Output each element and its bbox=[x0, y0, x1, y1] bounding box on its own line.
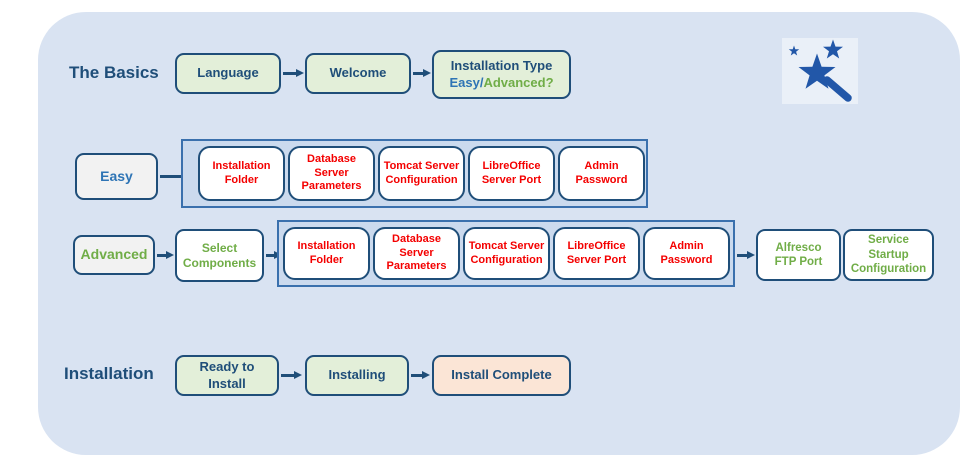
row-label-installation: Installation bbox=[64, 364, 154, 383]
easy-page-admin-password: Admin Password bbox=[558, 146, 645, 201]
step-language: Language bbox=[175, 53, 281, 94]
step-service-startup-configuration: Service Startup Configuration bbox=[843, 229, 934, 281]
step-installation-type: Installation Type Easy/Advanced? bbox=[432, 50, 571, 99]
advanced-page-database-server-parameters: Database Server Parameters bbox=[373, 227, 460, 280]
arrow-installing-complete bbox=[411, 371, 430, 380]
branch-easy: Easy bbox=[75, 153, 158, 200]
step-alfresco-ftp-port: Alfresco FTP Port bbox=[756, 229, 841, 281]
arrow-language-welcome bbox=[283, 68, 304, 78]
installation-type-title: Installation Type bbox=[450, 58, 553, 74]
advanced-page-admin-password: Admin Password bbox=[643, 227, 730, 280]
step-select-components: Select Components bbox=[175, 229, 264, 282]
step-installing: Installing bbox=[305, 355, 409, 396]
installation-type-subtitle: Easy/Advanced? bbox=[449, 75, 553, 91]
step-welcome: Welcome bbox=[305, 53, 411, 94]
easy-page-libreoffice-server-port: LibreOffice Server Port bbox=[468, 146, 555, 201]
easy-option-text: Easy/ bbox=[449, 74, 484, 90]
branch-advanced: Advanced bbox=[73, 235, 155, 275]
easy-page-database-server-parameters: Database Server Parameters bbox=[288, 146, 375, 201]
easy-page-tomcat-server-configuration: Tomcat Server Configuration bbox=[378, 146, 465, 201]
arrow-ready-installing bbox=[281, 371, 302, 380]
advanced-option-text: Advanced? bbox=[483, 74, 554, 90]
magic-wand-stars-icon bbox=[782, 38, 858, 104]
row-label-basics: The Basics bbox=[69, 63, 159, 82]
advanced-page-installation-folder: Installation Folder bbox=[283, 227, 370, 280]
step-install-complete: Install Complete bbox=[432, 355, 571, 396]
advanced-page-libreoffice-server-port: LibreOffice Server Port bbox=[553, 227, 640, 280]
arrow-welcome-installation-type bbox=[413, 68, 431, 78]
step-ready-to-install: Ready to Install bbox=[175, 355, 279, 396]
arrow-advanced-select-components bbox=[157, 250, 174, 260]
arrow-group-alfresco-ftp bbox=[737, 250, 755, 260]
easy-page-installation-folder: Installation Folder bbox=[198, 146, 285, 201]
advanced-page-tomcat-server-configuration: Tomcat Server Configuration bbox=[463, 227, 550, 280]
